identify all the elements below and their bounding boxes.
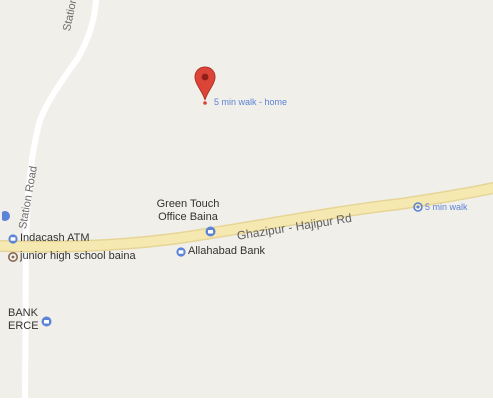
walk-marker[interactable]: 5 min walk <box>413 202 468 212</box>
walk-marker-label: 5 min walk <box>425 201 468 212</box>
atm-icon <box>8 233 18 244</box>
poi-green-touch-office[interactable]: Green Touch Office Baina <box>152 198 224 224</box>
poi-label: junior high school baina <box>20 250 136 262</box>
office-icon[interactable] <box>205 226 216 237</box>
highway-fill <box>0 183 493 252</box>
station-road-line <box>22 0 99 405</box>
poi-label: BANK ERCE <box>8 307 39 332</box>
poi-label: Allahabad Bank <box>188 245 266 257</box>
bank-icon[interactable] <box>41 316 52 327</box>
edge-marker-icon[interactable] <box>2 210 12 222</box>
map-bottom-border <box>0 398 493 405</box>
pin-label[interactable]: 5 min walk - home <box>214 97 288 107</box>
poi-bank-erce[interactable]: BANK ERCE <box>8 307 46 333</box>
map-pin-icon[interactable] <box>193 66 217 106</box>
poi-indacash-atm[interactable]: Indacash ATM <box>8 233 90 244</box>
poi-allahabad-bank[interactable]: Allahabad Bank <box>176 246 265 257</box>
poi-junior-high-school[interactable]: junior high school baina <box>8 251 136 262</box>
poi-label: Green Touch Office Baina <box>156 198 220 223</box>
bank-icon <box>176 246 186 257</box>
school-icon <box>8 251 18 262</box>
walk-marker-icon <box>413 202 423 212</box>
poi-label: Indacash ATM <box>20 232 90 244</box>
